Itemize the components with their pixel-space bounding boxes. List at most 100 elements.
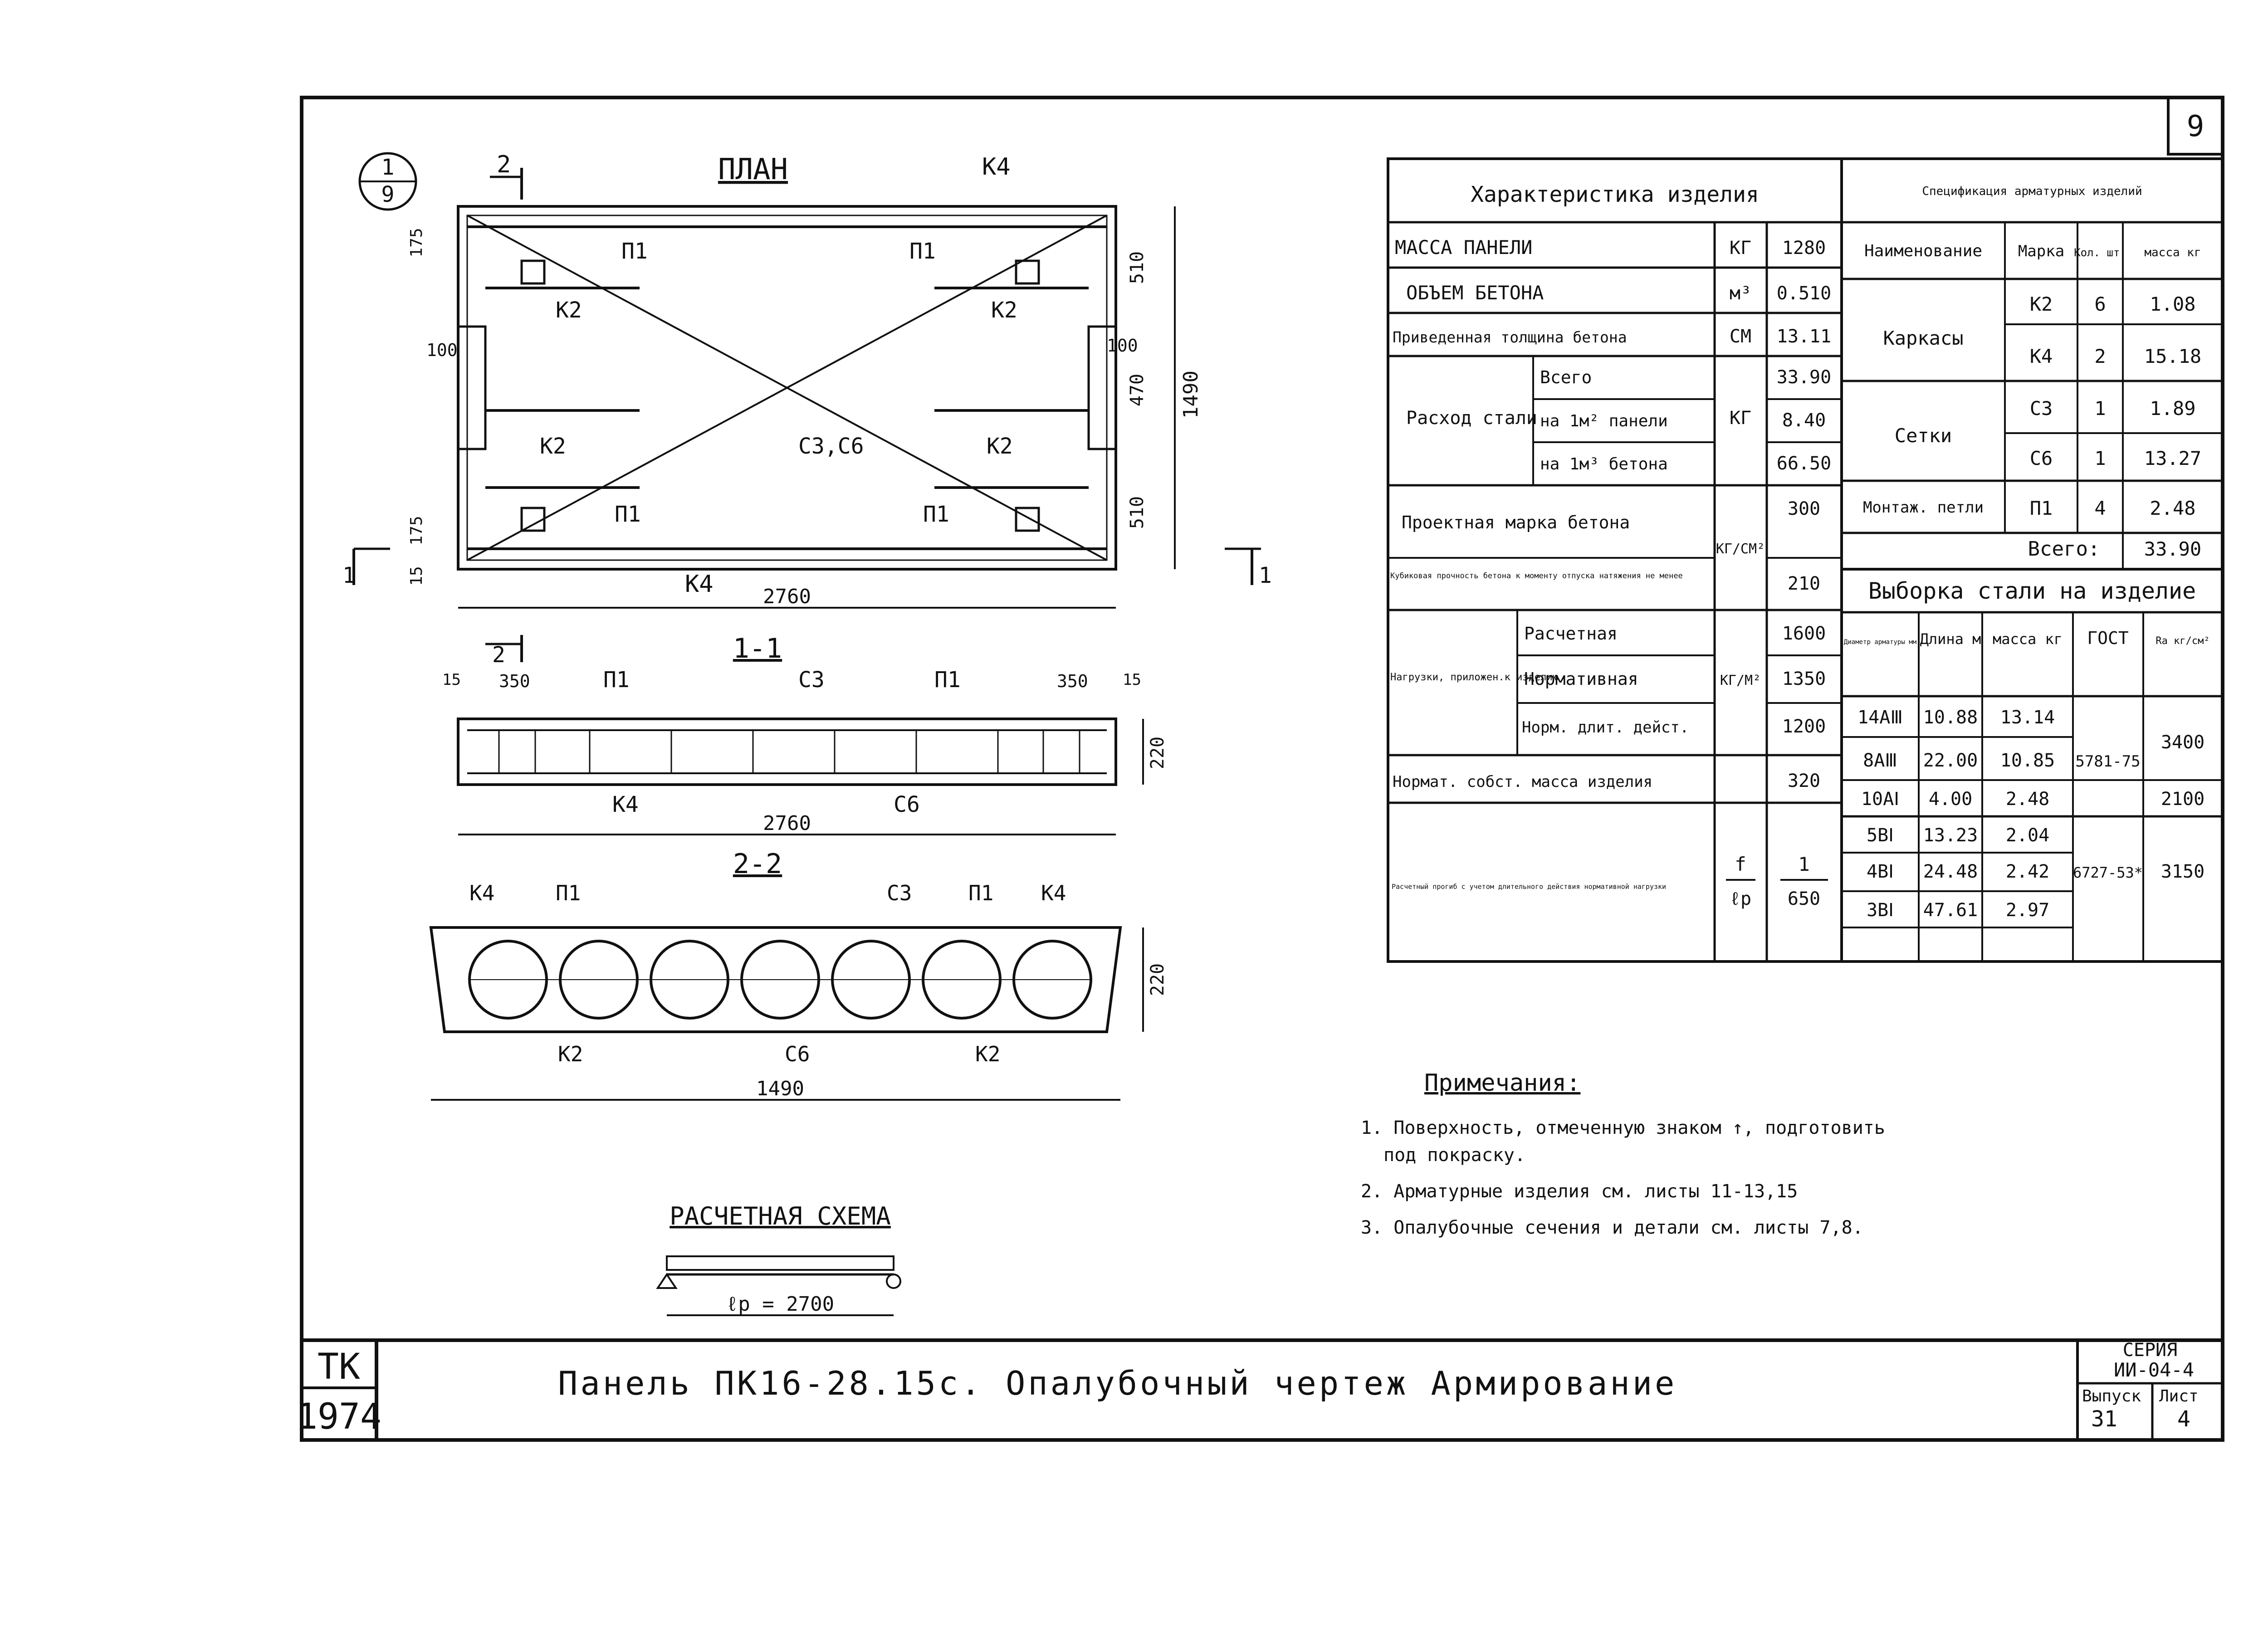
plan-dim-175-top: 175 — [407, 228, 426, 257]
section-2-2-k4-left: К4 — [469, 881, 494, 905]
loads-unit: КГ/М² — [1720, 673, 1761, 688]
steel-row-m2-name: на 1м² панели — [1540, 412, 1668, 430]
plan-k4-top: К4 — [982, 153, 1011, 181]
section-mark-1-right: 1 — [1259, 563, 1272, 588]
steel-col-gost: ГОСТ — [2087, 628, 2129, 648]
plan-p1-bl: П1 — [615, 502, 641, 527]
section-1-1: 1-1 П1 С3 П1 К4 С6 350 350 15 15 2760 22… — [442, 633, 1168, 835]
steel-row-total-value: 33.90 — [1777, 367, 1831, 388]
spec-p1-qty: 4 — [2094, 497, 2106, 519]
steel-row-1-mass: 13.14 — [2000, 707, 2055, 728]
char-row-volume-unit: м³ — [1730, 283, 1751, 304]
spec-total-label: Всего: — [2028, 537, 2100, 561]
section-1-1-outline — [457, 717, 1117, 786]
note-2: 2. Арматурные изделия см. листы 11-13,15 — [1361, 1181, 1798, 1202]
char-row-mass-name: МАССА ПАНЕЛИ — [1395, 236, 1532, 259]
steel-row-2-mass: 10.85 — [2000, 750, 2055, 771]
spec-col-name: Наименование — [1864, 242, 1982, 260]
grade-value: 300 — [1788, 498, 1820, 519]
steel-row-4-dia: 5ВⅠ — [1867, 825, 1894, 846]
sheet-number-box — [2167, 96, 2224, 156]
steel-row-3-mass: 2.48 — [2006, 789, 2049, 810]
steel-label: Расход стали — [1406, 408, 1537, 429]
section-2-2-outline — [429, 926, 1122, 1033]
steel-row-5-dia: 4ВⅠ — [1867, 861, 1894, 882]
char-row-thickness-unit: СМ — [1730, 326, 1751, 347]
char-row-mass-value: 1280 — [1782, 238, 1826, 259]
sheet-label: Лист — [2159, 1387, 2199, 1406]
spec-k2-mark: К2 — [2030, 293, 2053, 315]
section-1-1-c6: С6 — [894, 792, 920, 817]
plan-k4-bottom: К4 — [685, 571, 714, 598]
load-row-normative-name: Нормативная — [1524, 669, 1638, 689]
steel-ra-1: 3400 — [2161, 732, 2204, 753]
spec-c6-mass: 13.27 — [2144, 447, 2201, 469]
spec-total-value: 33.90 — [2144, 538, 2201, 560]
steel-row-m3-name: на 1м³ бетона — [1540, 455, 1668, 473]
series-label: СЕРИЯ — [2123, 1340, 2177, 1361]
plan-k2-tl: К2 — [556, 298, 582, 323]
spec-group-frames: Каркасы — [1883, 327, 1963, 349]
steel-col-ra: Ra кг/см² — [2156, 635, 2209, 647]
section-1-1-p1-right: П1 — [934, 667, 961, 693]
issue-value: 31 — [2091, 1406, 2117, 1432]
spec-c6-mark: С6 — [2030, 447, 2053, 469]
steel-row-5-len: 24.48 — [1923, 861, 1978, 882]
section-2-2-dim-width: 1490 — [756, 1077, 804, 1100]
detail-ref-bottom: 9 — [381, 182, 395, 207]
load-row-design-value: 1600 — [1782, 623, 1826, 644]
grade-unit: КГ/СМ² — [1716, 541, 1765, 557]
plan-k2-ml: К2 — [540, 434, 566, 459]
spec-c6-qty: 1 — [2094, 447, 2106, 469]
plan-dim-175-bot: 175 — [407, 516, 426, 545]
deflection-value-den: 650 — [1788, 888, 1820, 909]
section-1-1-c3: С3 — [798, 667, 825, 693]
steel-row-4-mass: 2.04 — [2006, 825, 2049, 846]
loads-label: Нагрузки, приложен.к изделию — [1390, 672, 1559, 683]
steel-row-m2-value: 8.40 — [1782, 410, 1826, 431]
cube-value: 210 — [1788, 573, 1820, 594]
plan-title: ПЛАН — [718, 153, 788, 186]
section-1-1-dim-15-right: 15 — [1123, 671, 1141, 689]
section-mark-1-left: 1 — [342, 563, 356, 588]
cube-name: Кубиковая прочность бетона к моменту отп… — [1390, 571, 1683, 581]
section-mark-2-top: 2 — [497, 151, 511, 178]
steel-row-2-len: 22.00 — [1923, 750, 1978, 771]
spec-col-mark: Марка — [2018, 242, 2064, 260]
drawing-title: Панель ПК16-28.15с. Опалубочный чертеж А… — [558, 1364, 1677, 1402]
char-row-thickness-value: 13.11 — [1777, 326, 1831, 347]
section-1-1-dim-height: 220 — [1147, 737, 1168, 769]
steel-selection-table: Выборка стали на изделие Диаметр арматур… — [1840, 568, 2224, 963]
plan-p1-br: П1 — [923, 502, 949, 527]
plan-dim-510-bot: 510 — [1127, 496, 1148, 529]
plan-dim-length: 2760 — [763, 585, 811, 608]
spec-group-meshes: Сетки — [1895, 425, 1952, 447]
section-2-2-k4-right: К4 — [1041, 881, 1066, 905]
series-value: ИИ-04-4 — [2114, 1359, 2194, 1381]
plan-c3c6: С3,С6 — [798, 434, 864, 459]
steel-row-1-dia: 14АⅢ — [1857, 707, 1903, 728]
steel-row-3-len: 4.00 — [1929, 789, 1972, 810]
spec-header: Спецификация арматурных изделий — [1922, 185, 2142, 198]
steel-ra-2: 2100 — [2161, 789, 2204, 810]
plan-p1-tl: П1 — [621, 239, 648, 264]
specification-table: Спецификация арматурных изделий Наименов… — [1840, 157, 2224, 571]
notes: Примечания: 1. Поверхность, отмеченную з… — [1361, 1069, 1885, 1238]
steel-row-1-len: 10.88 — [1923, 707, 1978, 728]
spec-p1-mass: 2.48 — [2150, 497, 2195, 519]
plan-dim-100-left: 100 — [426, 340, 458, 360]
load-row-longterm-name: Норм. длит. дейст. — [1522, 718, 1689, 737]
section-1-1-p1-left: П1 — [603, 667, 630, 693]
section-1-1-k4: К4 — [612, 792, 639, 817]
spec-k4-mass: 15.18 — [2144, 345, 2201, 367]
section-2-2-c3: С3 — [887, 881, 912, 905]
load-row-normative-value: 1350 — [1782, 669, 1826, 689]
note-1-cont: под покраску. — [1383, 1145, 1525, 1166]
steel-row-3-dia: 10АⅠ — [1861, 789, 1899, 810]
spec-c3-mass: 1.89 — [2150, 397, 2195, 420]
section-1-1-dim-350-right: 350 — [1057, 671, 1088, 691]
spec-col-mass: масса кг — [2144, 246, 2201, 259]
section-1-1-title: 1-1 — [733, 633, 782, 664]
deflection-name: Расчетный прогиб с учетом длительного де… — [1392, 883, 1666, 891]
